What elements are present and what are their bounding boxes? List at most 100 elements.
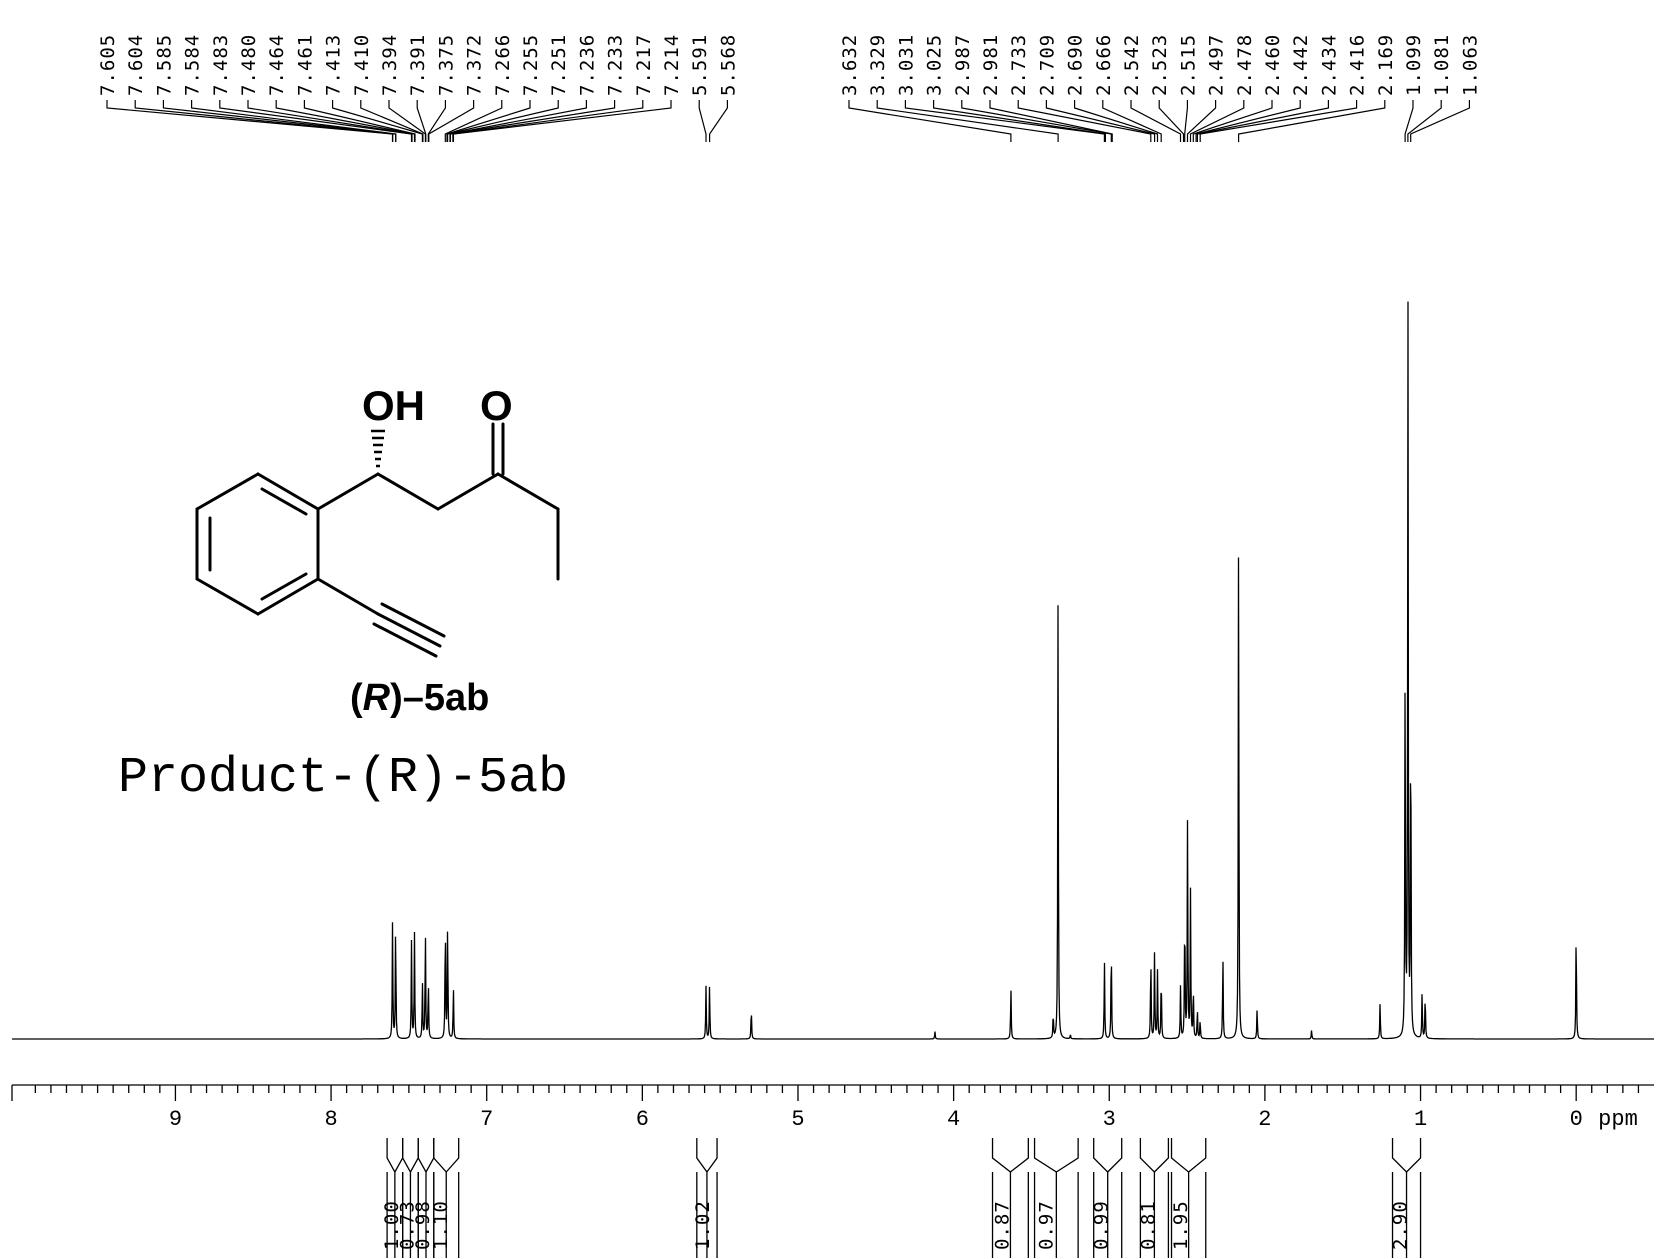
integral-label: 1.02 [692,1200,714,1250]
peak-leader [388,100,426,142]
peak-leader [1192,100,1273,142]
peak-label: 7.483 [210,34,232,96]
integral-bracket [433,1138,447,1258]
peak-leader [933,100,1106,142]
peak-leader [247,100,413,142]
tick-label: 8 [324,1107,337,1132]
peak-leader [1158,100,1185,142]
integral-bracket [1188,1138,1207,1173]
peak-leader [1130,100,1182,142]
peak-label: 7.233 [605,34,627,96]
molecule-structure: OH O (R)–5ab [195,382,560,719]
tick-label: 9 [169,1107,182,1132]
integral-label: 0.87 [991,1200,1013,1250]
carbonyl-oxygen-label: O [480,382,513,429]
peak-label: 2.442 [1290,34,1312,96]
hashed-wedge-bond [371,429,385,468]
tick-label: 2 [1258,1107,1271,1132]
peak-label: 1.063 [1459,34,1481,96]
integral-bracket [409,1138,419,1173]
peak-label: 3.329 [867,34,889,96]
compound-label: (R)–5ab [350,677,489,719]
integral-bracket [1139,1138,1156,1258]
peak-label: 7.585 [153,34,175,96]
integral-bracket [394,1138,404,1173]
integral-bracket [1010,1138,1029,1173]
peak-label: 2.497 [1206,34,1228,96]
tick-label: 6 [636,1107,649,1132]
integral-label: 2.90 [1390,1200,1412,1250]
peak-label: 2.416 [1347,34,1369,96]
integral-bracket [696,1138,708,1258]
peak-label: 2.690 [1065,34,1087,96]
integral-bracket [706,1138,718,1173]
compound-label-r: R [363,677,391,719]
integral-bracket [1153,1138,1170,1173]
peak-label: 2.478 [1234,34,1256,96]
compound-label-rest: )–5ab [390,677,489,719]
peak-leader [1184,100,1188,142]
peak-leader [1196,100,1329,142]
peak-label: 2.542 [1121,34,1143,96]
integral-label: 1.95 [1170,1200,1192,1250]
integral-bracket [402,1138,412,1258]
peak-leader [876,100,1059,142]
integral-label: 0.73 [397,1200,419,1250]
integral-bracket [386,1138,396,1258]
peak-label: 5.591 [689,34,711,96]
integral-label: 0.98 [412,1200,434,1250]
peak-leader [416,100,427,142]
peak-label: 2.709 [1036,34,1058,96]
peak-label: 3.632 [839,34,861,96]
integral-bracket [445,1138,460,1173]
peak-label: 5.568 [717,34,739,96]
peak-label: 7.214 [661,34,683,96]
peak-label: 1.081 [1431,34,1453,96]
tick-label: 7 [480,1107,493,1132]
integral-bracket [425,1138,435,1173]
peak-leader [1102,100,1162,142]
peak-label: 2.434 [1318,34,1340,96]
molecule-bonds [195,422,560,658]
integral-label: 1.00 [381,1200,403,1250]
peak-leader [444,100,503,142]
integral-label: 0.81 [1137,1200,1159,1250]
peak-label: 2.987 [952,34,974,96]
integral-bracket [1107,1138,1123,1173]
peak-leader [1195,100,1301,142]
peak-label: 7.236 [576,34,598,96]
peak-leader [303,100,416,142]
peak-leader [134,100,394,142]
peak-label: 2.666 [1093,34,1115,96]
peak-label: 7.410 [351,34,373,96]
peak-leader-lines [106,100,1470,142]
integral-label: 1.10 [430,1200,452,1250]
integral-bracket [991,1138,1012,1258]
peak-leader [449,100,616,142]
peak-leader [1199,100,1358,142]
sample-name: Product-(R)-5ab [118,750,568,807]
peak-leader [709,100,728,142]
peak-label: 7.394 [379,34,401,96]
peak-leader [1017,100,1152,142]
integral-label: 0.99 [1091,1200,1113,1250]
peak-leader [452,100,672,142]
peak-label: 7.604 [125,34,147,96]
integral-bracket [1391,1138,1408,1258]
peak-label: 7.391 [407,34,429,96]
peak-label: 7.413 [323,34,345,96]
tick-label: 4 [947,1107,960,1132]
peak-leader [1407,100,1442,142]
integral-bracket [1055,1138,1079,1173]
integral-brackets [386,1138,1422,1258]
peak-label: 7.255 [520,34,542,96]
peak-label: 2.733 [1008,34,1030,96]
peak-label: 7.480 [238,34,260,96]
integral-bracket [1406,1138,1422,1173]
peak-label: 7.266 [492,34,514,96]
peak-leader [428,100,475,142]
peak-leader [1074,100,1159,142]
